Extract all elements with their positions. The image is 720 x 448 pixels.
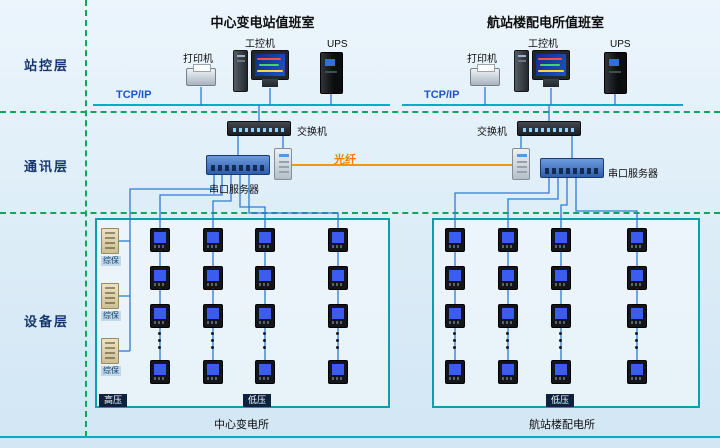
left-panel-caption: 中心变电所 [214, 419, 269, 431]
ellipsis-dots [211, 332, 214, 353]
right-room-title: 航站楼配电所值班室 [486, 15, 604, 30]
power-meter-icon [150, 360, 170, 384]
serial-server-icon-left [206, 155, 270, 175]
power-meter-icon [445, 228, 465, 252]
serial-server-label-left: 串口服务器 [209, 185, 259, 196]
tcpip-label-left: TCP/IP [116, 89, 152, 101]
layer-label-station: 站控层 [24, 58, 70, 73]
power-meter-icon [150, 304, 170, 328]
ellipsis-dots [263, 332, 266, 353]
power-meter-icon [445, 266, 465, 290]
serial-server-icon-right [540, 158, 604, 178]
power-meter-icon [627, 228, 647, 252]
power-meter-icon [551, 360, 571, 384]
power-meter-icon [498, 360, 518, 384]
fiber-label: 光纤 [334, 154, 356, 166]
switch-label-right: 交换机 [477, 127, 507, 138]
fiber-converter-icon-left [274, 148, 292, 180]
power-meter-icon [150, 266, 170, 290]
ellipsis-dots [453, 332, 456, 353]
power-meter-icon [445, 360, 465, 384]
power-meter-icon [328, 360, 348, 384]
printer-icon-right [470, 64, 500, 86]
wires-left [119, 87, 339, 378]
power-meter-icon [328, 266, 348, 290]
power-meter-icon [328, 228, 348, 252]
lv-badge-right: 低压 [546, 394, 575, 407]
power-meter-icon [551, 266, 571, 290]
power-meter-icon [627, 266, 647, 290]
hv-badge-left: 高压 [99, 394, 128, 407]
printer-icon-left [186, 64, 216, 86]
ellipsis-dots [158, 332, 161, 353]
power-meter-icon [150, 228, 170, 252]
ethernet-switch-icon-right [517, 121, 581, 136]
layer-label-device: 设备层 [24, 314, 70, 329]
serial-server-label-right: 串口服务器 [608, 169, 658, 180]
layer-separator-vertical [85, 0, 87, 437]
ellipsis-dots [506, 332, 509, 353]
wires-right [454, 87, 638, 378]
right-panel-caption: 航站楼配电所 [529, 419, 595, 431]
layer-separator-top [0, 111, 720, 113]
lv-badge-left: 低压 [243, 394, 272, 407]
power-meter-icon [255, 228, 275, 252]
power-meter-icon [203, 360, 223, 384]
printer-label-right: 打印机 [467, 54, 497, 65]
relay-label: 综保 [101, 311, 121, 321]
left-room-title: 中心变电站值班室 [210, 15, 315, 30]
switch-label-left: 交换机 [297, 127, 327, 138]
power-meter-icon [203, 304, 223, 328]
ups-icon-left [320, 52, 343, 94]
power-meter-icon [498, 228, 518, 252]
ipc-tower-icon-left [233, 50, 248, 92]
protection-relay-icon [101, 338, 119, 364]
ups-label-right: UPS [610, 39, 631, 50]
ipc-monitor-icon-left [251, 50, 289, 80]
power-meter-icon [498, 304, 518, 328]
ipc-label-right: 工控机 [528, 39, 558, 50]
ipc-tower-icon-right [514, 50, 529, 92]
tcpip-label-right: TCP/IP [424, 89, 460, 101]
ipc-monitor-icon-right [532, 50, 570, 80]
printer-label-left: 打印机 [183, 54, 213, 65]
power-meter-icon [551, 304, 571, 328]
power-meter-icon [255, 360, 275, 384]
power-meter-icon [627, 304, 647, 328]
ipc-label-left: 工控机 [245, 39, 275, 50]
power-meter-icon [498, 266, 518, 290]
power-meter-icon [203, 266, 223, 290]
monitor-screen [536, 54, 566, 76]
bottom-bus-line [0, 436, 720, 438]
power-meter-icon [203, 228, 223, 252]
layer-label-comm: 通讯层 [24, 159, 70, 174]
layer-separator-middle [0, 212, 720, 214]
protection-relay-icon [101, 283, 119, 309]
relay-label: 综保 [101, 256, 121, 266]
power-meter-icon [328, 304, 348, 328]
power-meter-icon [255, 266, 275, 290]
power-meter-icon [627, 360, 647, 384]
power-meter-icon [445, 304, 465, 328]
power-meter-icon [255, 304, 275, 328]
ellipsis-dots [635, 332, 638, 353]
ups-label-left: UPS [327, 39, 348, 50]
ups-icon-right [604, 52, 627, 94]
power-meter-icon [551, 228, 571, 252]
ellipsis-dots [336, 332, 339, 353]
fiber-converter-icon-right [512, 148, 530, 180]
monitor-screen [255, 54, 285, 76]
protection-relay-icon [101, 228, 119, 254]
ellipsis-dots [559, 332, 562, 353]
relay-label: 综保 [101, 366, 121, 376]
ethernet-switch-icon-left [227, 121, 291, 136]
